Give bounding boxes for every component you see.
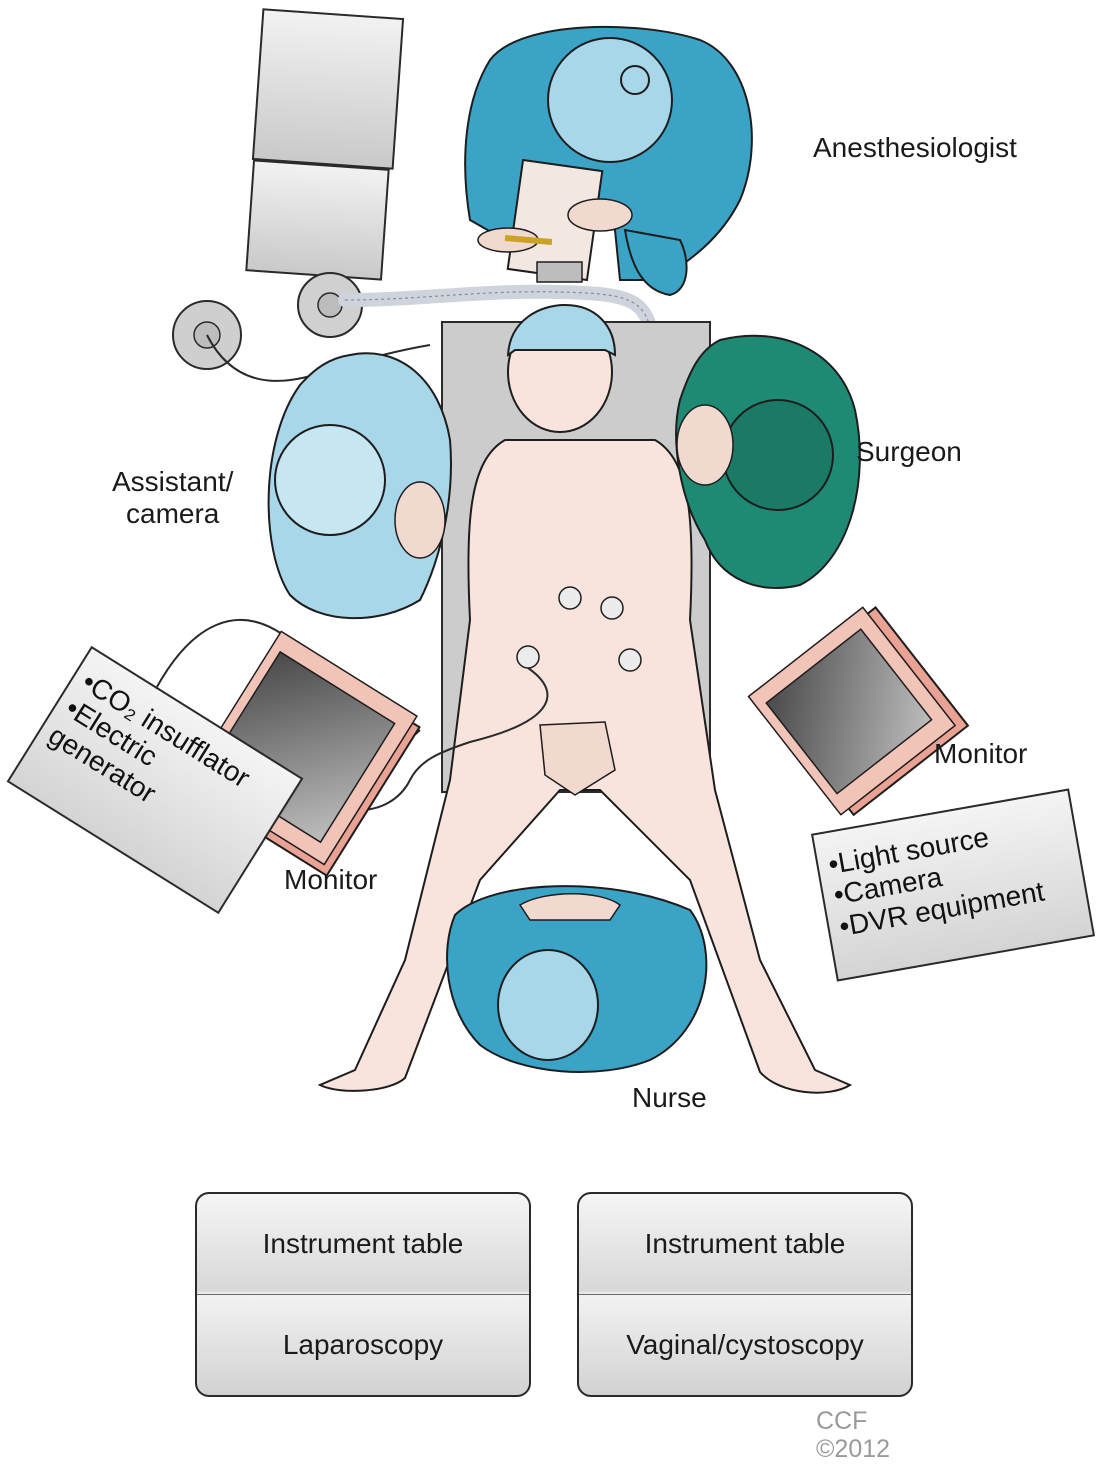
assistant-label-line2: camera [126,498,220,530]
instrument-table-vaginal: Instrument table Vaginal/cystoscopy [577,1192,913,1397]
instrument-table-title: Instrument table [197,1194,529,1295]
nurse-label: Nurse [632,1082,707,1113]
surgeon-label: Surgeon [856,436,962,467]
credit-org: CCF [816,1407,868,1435]
instrument-table-use: Vaginal/cystoscopy [626,1328,864,1360]
anesthesiologist-label: Anesthesiologist [813,132,1017,163]
assistant-figure [267,352,452,620]
anesthesiologist-figure [464,25,753,297]
instrument-table-use: Laparoscopy [282,1328,444,1360]
assistant-label-line1: Assistant/ [112,466,234,497]
surgeon-figure [675,334,861,589]
instrument-table-title: Instrument table [579,1194,911,1295]
right-monitor [747,606,970,817]
credit-year: ©2012 [816,1434,891,1463]
nurse-figure [446,885,708,1073]
anesthesia-machine [172,8,431,382]
video-tower-list: •Light source •Camera •DVR equipment [826,808,1077,942]
left-monitor-label: Monitor [284,864,378,895]
right-monitor-label: Monitor [934,738,1028,769]
assistant-camera-label: Assistant/ camera [112,466,233,530]
copyright-credit: CCF ©2012 [816,1407,891,1463]
instrument-table-laparoscopy: Instrument table Laparoscopy [195,1192,531,1397]
